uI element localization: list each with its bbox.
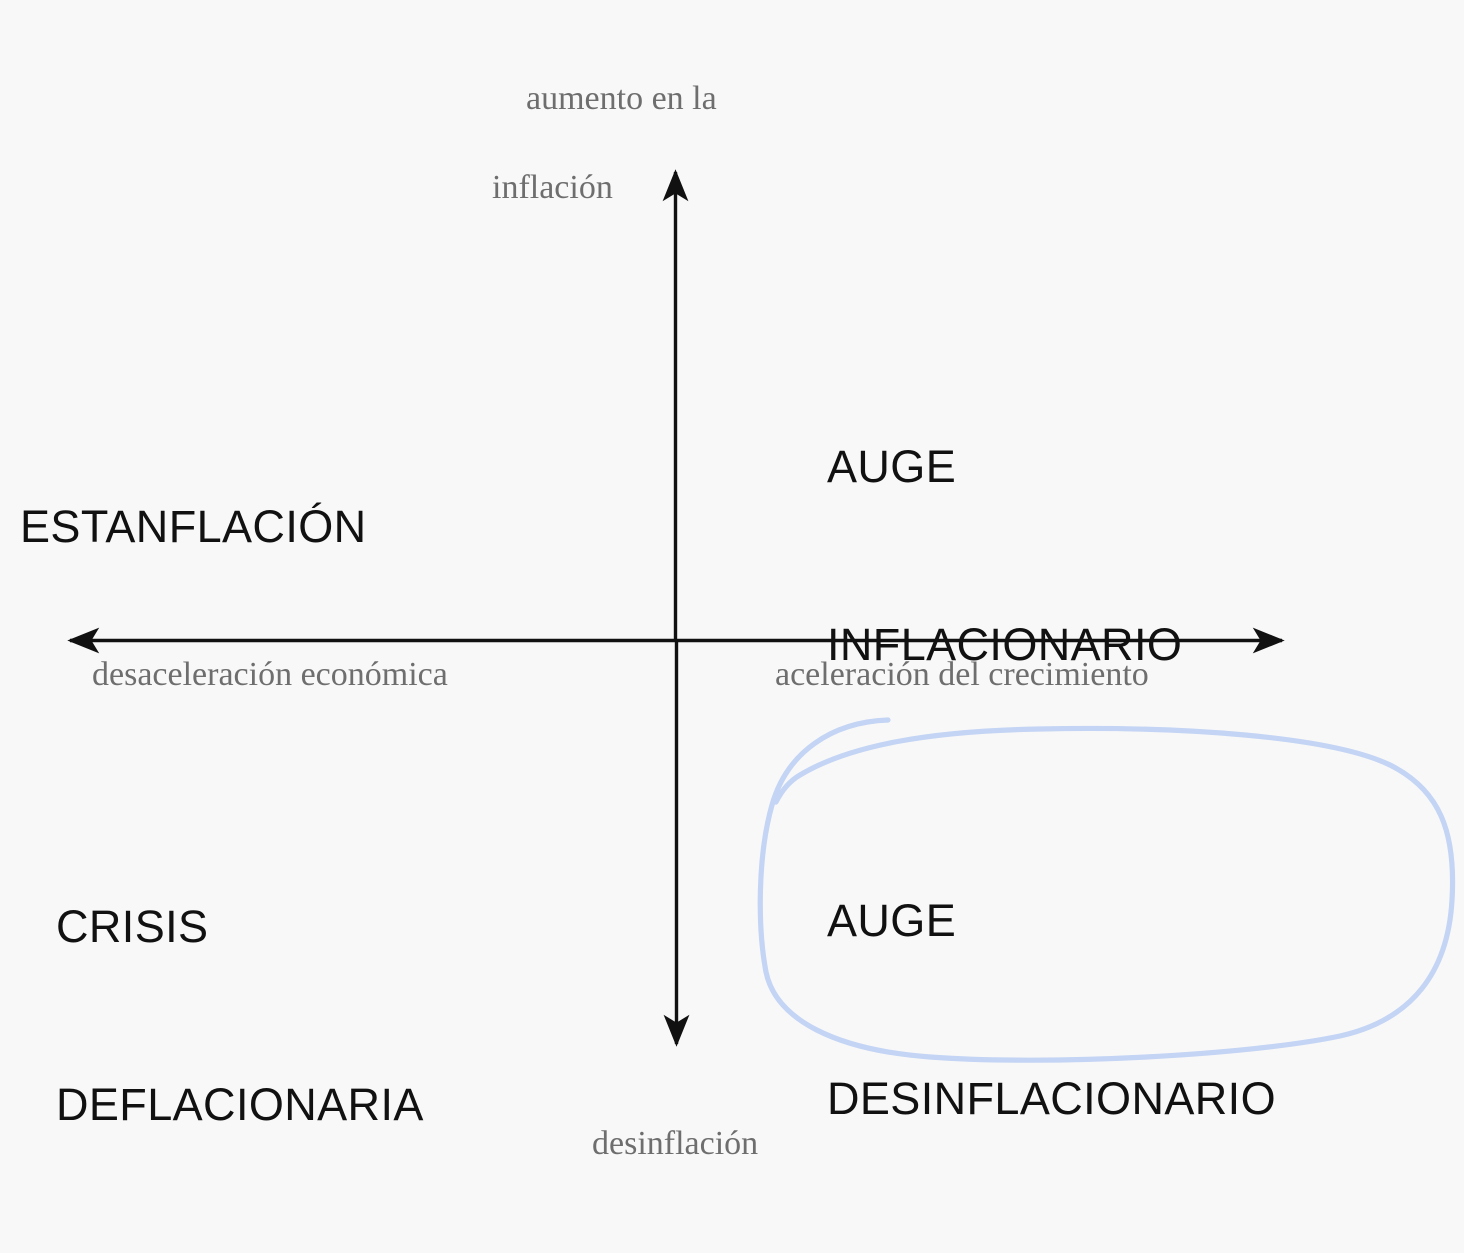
quadrant-stagflation[interactable]: ESTANFLACIÓN: [20, 378, 367, 675]
quadrant-disinflationary-boom[interactable]: AUGE DESINFLACIONARIO: [827, 772, 1276, 1247]
quadrant-deflationary-crisis-line2: DEFLACIONARIA: [56, 1078, 424, 1130]
quadrant-inflationary-boom[interactable]: AUGE INFLACIONARIO: [827, 318, 1182, 793]
diagram-canvas: aumento en la inflación desinflación des…: [20, 33, 1456, 1162]
axis-label-disinflation: desinflación: [592, 1125, 759, 1162]
axis-label-growth-acceleration: aceleración del crecimiento: [775, 656, 1149, 693]
axes-group: [67, 169, 1285, 1047]
highlight-circle-annotation: [757, 717, 1456, 1063]
axis-label-economic-slowdown: desaceleración económica: [92, 656, 448, 693]
quadrant-deflationary-crisis-line1: CRISIS: [56, 900, 209, 952]
axis-label-inflation-up-line2: inflación: [492, 168, 613, 206]
quadrant-inflationary-boom-line2: INFLACIONARIO: [827, 618, 1183, 670]
quadrant-disinflationary-boom-line2: DESINFLACIONARIO: [827, 1072, 1276, 1124]
quadrant-stagflation-line1: ESTANFLACIÓN: [20, 500, 367, 552]
axis-label-inflation-up: aumento en la inflación: [492, 33, 717, 298]
axis-label-inflation-up-line1: aumento en la: [526, 80, 717, 118]
quadrant-deflationary-crisis[interactable]: CRISIS DEFLACIONARIA: [56, 778, 424, 1253]
quadrant-disinflationary-boom-line1: AUGE: [827, 894, 957, 946]
highlight-circle-stroke: [757, 717, 1456, 1063]
quadrant-inflationary-boom-line1: AUGE: [827, 440, 957, 492]
